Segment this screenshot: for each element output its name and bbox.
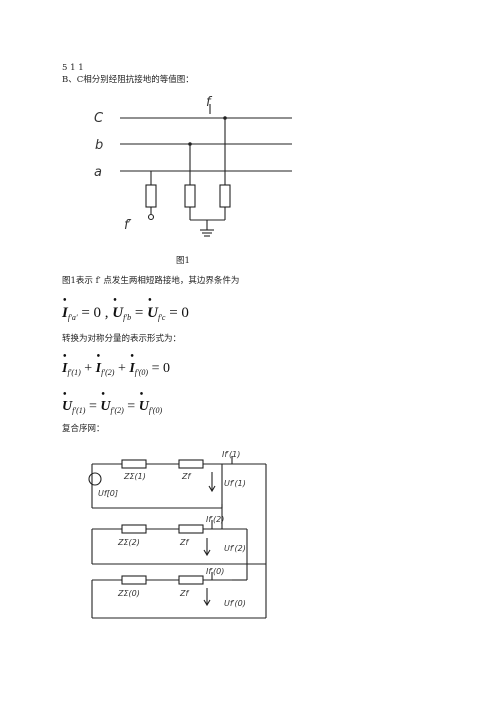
net3-z-right-label: Zf — [179, 589, 189, 598]
net1-z-right-label: Zf — [181, 472, 191, 481]
net1-z-left-label: ZΣ(1) — [123, 472, 146, 481]
phase-a-label: a — [94, 165, 102, 180]
phase-c-label: C — [94, 111, 104, 126]
section-number: 5 1 1 — [62, 63, 84, 73]
net3-z-left-label: ZΣ(0) — [117, 589, 140, 598]
boundary-condition-equation: If′a′ = 0 , Uf′b = Uf′c = 0 — [62, 295, 189, 322]
resistor-c — [219, 184, 231, 208]
composite-sequence-network: ZΣ(1) Zf If′(1) Uf′(1) Uf[0] ZΣ(2) Zf If… — [88, 450, 267, 619]
figure-1-circuit: C b a f f′ — [94, 95, 292, 237]
current-sum-equation: If′(1) + If′(2) + If′(0) = 0 — [62, 351, 170, 377]
net2-z-right-label: Zf — [179, 538, 189, 547]
intro-text: B、C相分别经阻抗接地的等值图： — [62, 75, 194, 85]
net2-z-left-label: ZΣ(2) — [117, 538, 140, 547]
net1-current-label: If′(1) — [222, 450, 240, 459]
point-f-prime-label: f′ — [124, 218, 132, 233]
net1-voltage-label: Uf′(1) — [224, 479, 246, 488]
composite-network-label: 复合序网： — [62, 424, 105, 434]
net3-voltage-label: Uf′(0) — [224, 599, 246, 608]
description-text: 图1表示 f′ 点发生两相短路接地，其边界条件为 — [62, 276, 240, 286]
resistor-b — [184, 184, 196, 208]
phase-b-label: b — [95, 138, 103, 153]
net3-current-label: If′(0) — [206, 567, 224, 576]
net1-source-label: Uf[0] — [98, 489, 118, 498]
conversion-text: 转换为对称分量的表示形式为： — [62, 334, 182, 344]
point-f-label: f — [206, 95, 213, 110]
voltage-equality-equation: Uf′(1) = Uf′(2) = Uf′(0) — [62, 389, 162, 415]
net2-voltage-label: Uf′(2) — [224, 544, 246, 553]
resistor-a — [145, 184, 157, 208]
figure-caption: 图1 — [176, 256, 190, 266]
net2-current-label: If′(2) — [206, 515, 224, 524]
